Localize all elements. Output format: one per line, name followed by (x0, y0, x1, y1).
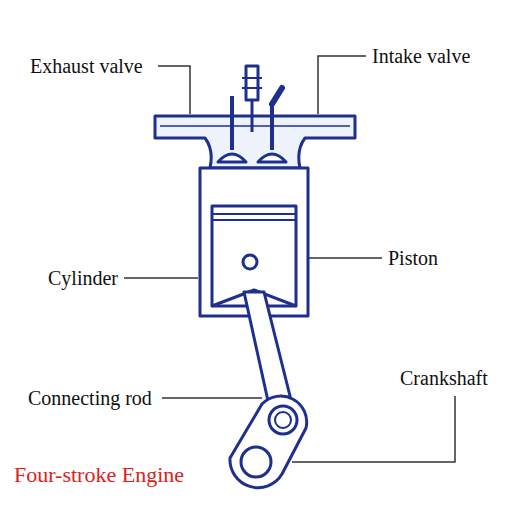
leader-line (158, 66, 190, 114)
leader-line (162, 397, 262, 399)
part-label: Cylinder (48, 266, 118, 290)
port-line (160, 125, 350, 127)
piston-pin (243, 255, 257, 269)
part-label: Piston (388, 246, 438, 270)
part-label: Intake valve (372, 44, 470, 68)
part-label: Crankshaft (400, 366, 488, 390)
exhaust-valve-head (218, 154, 246, 162)
main-journal (241, 447, 271, 477)
engine (155, 66, 355, 488)
spark-plug (246, 66, 258, 100)
crankshaft (230, 396, 307, 488)
connecting-rod (244, 292, 292, 410)
cylinder-head (155, 116, 355, 168)
intake-valve-stem (270, 104, 274, 150)
spark-plug-tip (251, 100, 254, 132)
intake-valve-head (258, 154, 286, 162)
exhaust-valve-stem (230, 96, 234, 150)
piston-rings (212, 214, 296, 220)
leader-line (318, 56, 366, 114)
spark-plug-thread (242, 78, 262, 88)
part-label: Connecting rod (28, 386, 152, 410)
leader-line (124, 277, 198, 279)
caption: Four-stroke Engine (14, 462, 184, 488)
crank-pin-inner (275, 412, 291, 428)
leader-line (292, 396, 455, 462)
crank-pin (269, 406, 297, 434)
intake-rocker (272, 88, 282, 104)
part-label: Exhaust valve (30, 54, 143, 78)
